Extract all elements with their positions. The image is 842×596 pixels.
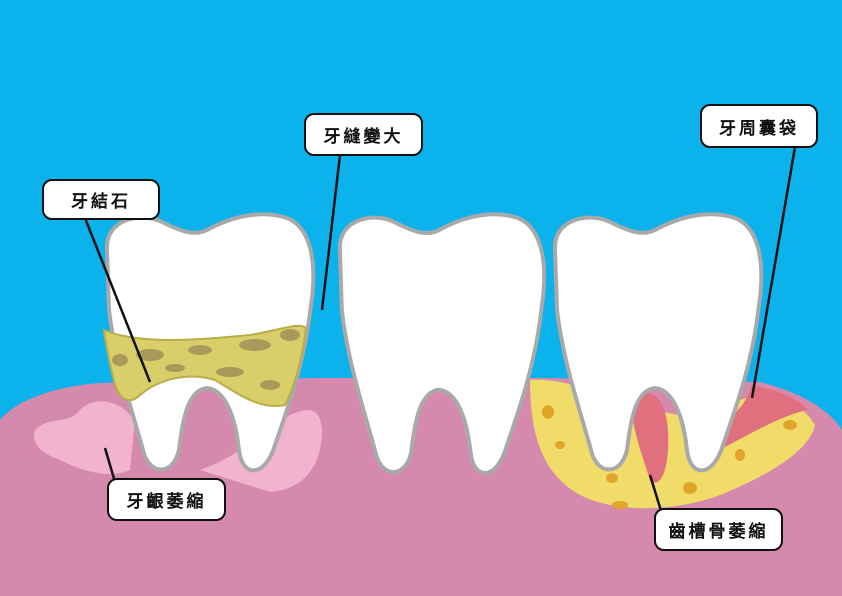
tartar-spots bbox=[112, 329, 300, 390]
label-gum-recession: 牙齦萎縮 bbox=[107, 478, 226, 521]
label-periodontal-pocket: 牙周囊袋 bbox=[700, 104, 818, 148]
gum-recession-patch bbox=[34, 401, 135, 475]
label-tartar: 牙結石 bbox=[42, 179, 160, 220]
leader-lines bbox=[83, 146, 797, 515]
label-widened-gap: 牙縫變大 bbox=[304, 113, 423, 156]
root-inflammation bbox=[631, 393, 669, 483]
label-bone-loss: 齒槽骨萎縮 bbox=[654, 508, 783, 551]
